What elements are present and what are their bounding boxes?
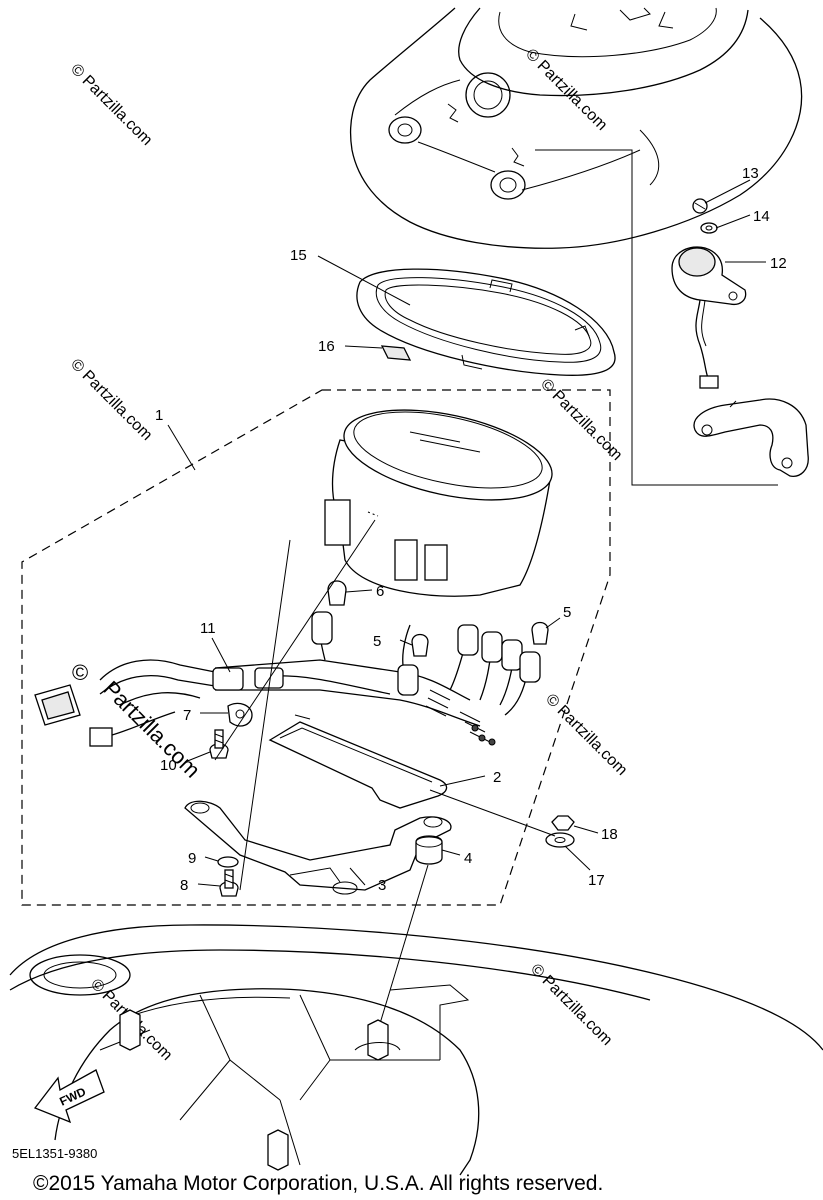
callout-6: 6 — [376, 583, 384, 600]
washer-17 — [545, 832, 575, 848]
watermark-symbol: © — [72, 660, 88, 685]
callout-8: 8 — [180, 877, 188, 894]
watermark: © Partzilla.com — [522, 46, 610, 134]
callout-labels: 1 2 3 4 5 5 6 7 8 9 10 11 12 13 14 15 16… — [155, 165, 787, 894]
tank-section — [9, 924, 823, 1176]
callout-1: 1 — [155, 407, 163, 424]
callout-7: 7 — [183, 707, 191, 724]
callout-9: 9 — [188, 850, 196, 867]
switch-assembly — [671, 198, 747, 389]
wire-harness-11 — [99, 611, 541, 746]
damper-4 — [415, 835, 443, 865]
headlight-housing — [349, 7, 803, 249]
copyright-notice: ©2015 Yamaha Motor Corporation, U.S.A. A… — [33, 1172, 603, 1195]
callout-4: 4 — [464, 850, 472, 867]
fwd-arrow: FWD — [33, 1069, 105, 1124]
bulb-6 — [327, 580, 347, 606]
diagram-code: 5EL1351-9380 — [12, 1146, 97, 1161]
leader-housing-bracket — [535, 149, 778, 486]
watermark-prominent: Partzilla.com — [98, 676, 205, 783]
callout-2: 2 — [493, 769, 501, 786]
callout-11: 11 — [200, 620, 216, 637]
bulb-5-right — [531, 621, 549, 645]
watermark: © Partzilla.com — [527, 961, 615, 1049]
callout-leaders — [167, 179, 766, 887]
coupler — [34, 684, 176, 747]
meter-assembly-outline — [21, 389, 611, 906]
washer-14 — [700, 222, 718, 234]
callout-17: 17 — [588, 872, 605, 889]
callout-12: 12 — [770, 255, 787, 272]
bracket — [693, 398, 809, 477]
callout-13: 13 — [742, 165, 759, 182]
watermark: © Partzilla.com — [67, 61, 155, 149]
plate-2 — [268, 714, 448, 809]
callout-5-left: 5 — [373, 633, 381, 650]
callout-18: 18 — [601, 826, 618, 843]
watermark: © Partzilla.com — [537, 376, 625, 464]
watermark: © Partzilla.com — [67, 356, 155, 444]
meter-cup — [324, 409, 553, 597]
bracket-3 — [184, 800, 452, 895]
callout-3: 3 — [378, 877, 386, 894]
callout-14: 14 — [753, 208, 770, 225]
callout-10: 10 — [160, 757, 177, 774]
clamp-7 — [227, 702, 253, 727]
assembly-leaders — [214, 519, 556, 1041]
callout-16: 16 — [318, 338, 335, 355]
watermark: © Partzilla.com — [542, 691, 630, 779]
nut-18 — [551, 815, 575, 831]
screw-8 — [219, 869, 239, 897]
bulbs — [327, 580, 549, 657]
bulb-5-left — [411, 633, 429, 657]
washer-9 — [217, 856, 239, 868]
part-16 — [380, 345, 412, 361]
bezel-ring-15 — [356, 268, 616, 376]
callout-15: 15 — [290, 247, 307, 264]
callout-5-right: 5 — [563, 604, 571, 621]
